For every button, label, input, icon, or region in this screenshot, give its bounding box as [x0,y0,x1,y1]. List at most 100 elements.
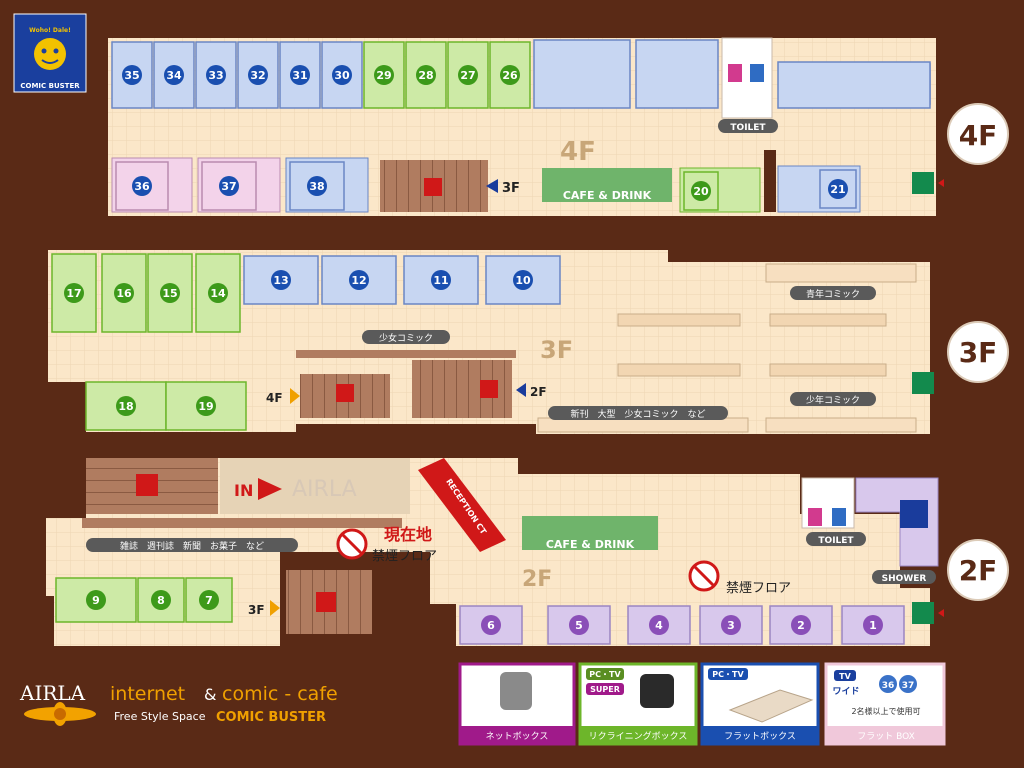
booth-7[interactable]: 7 [185,577,233,623]
booth-31[interactable]: 31 [279,41,321,109]
floor-badge-2f-label: 2F [959,554,998,587]
floor-2f: IN AIRLA RECEPTION CT CAFE & DRINK TOILE… [46,458,944,646]
booth-number: 16 [116,287,132,300]
booth-13[interactable]: 13 [243,255,319,305]
booth-11[interactable]: 11 [403,255,479,305]
booth-38[interactable]: 38 [289,161,345,211]
booth-4[interactable]: 4 [627,605,691,645]
booth-29[interactable]: 29 [363,41,405,109]
booth-17[interactable]: 17 [51,253,97,333]
booth-number-badge [164,65,184,85]
booth-number: 3 [727,619,735,632]
booth-number: 17 [66,287,81,300]
booth-16[interactable]: 16 [101,253,147,333]
booth-number-badge [196,396,216,416]
booth-number: 21 [830,183,845,196]
booth-number: 29 [376,69,391,82]
booth-1[interactable]: 1 [841,605,905,645]
booth-number: 33 [208,69,223,82]
booth-number-badge [431,270,451,290]
booth-number: 27 [460,69,475,82]
booth-number: 13 [273,274,288,287]
arrow-3f-icon [486,179,498,193]
booth-number-badge [569,615,589,635]
booth-3[interactable]: 3 [699,605,763,645]
booth-28[interactable]: 28 [405,41,447,109]
booth-19[interactable]: 19 [165,381,247,431]
booth-number-badge [458,65,478,85]
legend-flat-box-label: フラットボックス [724,731,796,742]
legend-flat-tag-pctv: PC・TV [712,670,744,679]
booth-33[interactable]: 33 [195,41,237,109]
booth-number: 20 [693,185,709,198]
logo-badge-text: Woho! Dale! [29,27,71,34]
logo-small[interactable]: Woho! Dale! COMIC BUSTER [13,13,87,93]
booth-18[interactable]: 18 [85,381,167,431]
booth-8[interactable]: 8 [137,577,185,623]
booth-9[interactable]: 9 [55,577,137,623]
male-icon-2f [832,508,846,526]
booth-35[interactable]: 35 [111,41,153,109]
booth-number-badge [307,176,327,196]
female-icon-2f [808,508,822,526]
female-icon [728,64,742,82]
legend-wide-tag-tv: TV [839,672,851,681]
booth-number: 6 [487,619,495,632]
shower-icon [900,500,928,528]
legend-flat-box: PC・TV フラットボックス [700,662,820,746]
legend-wide-tag-37: 37 [902,681,915,691]
booth-27[interactable]: 27 [447,41,489,109]
cafe-4f [542,168,672,202]
shower-label: SHOWER [882,574,927,584]
male-icon [750,64,764,82]
legend-flat-wide: TV ワイド 36 37 2名様以上で使用可 フラット BOX [824,662,946,746]
office-chair-icon [500,672,532,710]
legend-flat-wide-label: フラット BOX [857,731,915,742]
booth-12[interactable]: 12 [321,255,397,305]
booth-number-badge [513,270,533,290]
booth-number-badge [863,615,883,635]
booth-number: 18 [118,400,133,413]
booth-number: 10 [515,274,531,287]
booth-number: 1 [869,619,877,632]
booth-6[interactable]: 6 [459,605,523,645]
legend: ネットボックス PC・TV SUPER リクライニングボックス PC・TV フラ… [458,662,946,746]
booth-number-badge [332,65,352,85]
booth-26[interactable]: 26 [489,41,531,109]
booth-number: 2 [797,619,805,632]
booth-20[interactable]: 20 [683,171,719,211]
arrow-2f-icon [516,383,526,397]
legend-wide-note: 2名様以上で使用可 [851,706,920,716]
booth-37[interactable]: 37 [201,161,257,211]
no-smoking-label-2: 禁煙フロア [726,581,791,596]
booth-number-badge [500,65,520,85]
booth-number-badge [122,65,142,85]
booth-number: 30 [334,69,350,82]
recliner-icon [640,674,674,708]
booth-number: 26 [502,69,518,82]
legend-wide-tag-36: 36 [882,681,895,691]
booth-30[interactable]: 30 [321,41,363,109]
booth-14[interactable]: 14 [195,253,241,333]
cafe-2f [522,516,658,550]
booth-number: 28 [418,69,433,82]
floor-badge-3f-label: 3F [959,336,998,369]
legend-recliner-tag-super: SUPER [590,685,620,694]
booth-15[interactable]: 15 [147,253,193,333]
booth-2[interactable]: 2 [769,605,833,645]
arrow-3f-up-icon [270,600,280,616]
booth-32[interactable]: 32 [237,41,279,109]
brand-sub: Free Style Space [114,710,206,723]
brand-tagline-a: internet [110,683,185,705]
booth-36[interactable]: 36 [115,161,169,211]
booth-number: 8 [157,594,165,607]
booth-10[interactable]: 10 [485,255,561,305]
booth-21[interactable]: 21 [819,169,857,209]
booth-number-badge [791,615,811,635]
brand-tagline-b: comic - cafe [222,683,338,705]
cafe-2f-label: CAFE & DRINK [546,538,635,551]
booth-34[interactable]: 34 [153,41,195,109]
booth-5[interactable]: 5 [547,605,611,645]
stairs-2f-up-label: 3F [248,603,265,617]
